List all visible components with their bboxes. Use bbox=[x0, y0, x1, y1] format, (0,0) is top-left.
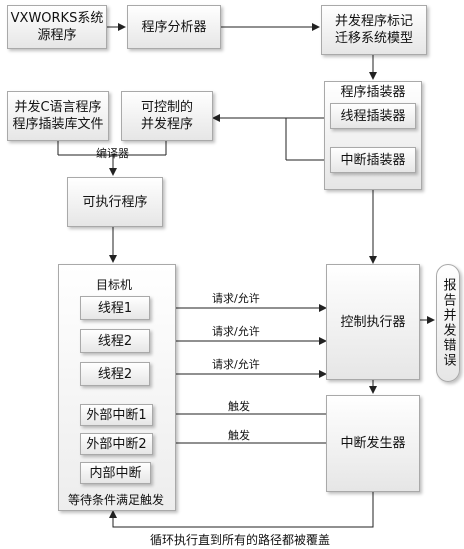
report-errors-label: 报告并发错误 bbox=[440, 278, 456, 368]
program-analyzer-label: 程序分析器 bbox=[141, 19, 207, 35]
request-label-2: 请求/允许 bbox=[212, 325, 260, 338]
compiler-label: 编译器 bbox=[96, 147, 129, 160]
trigger-label-1: 触发 bbox=[228, 400, 250, 413]
request-label-3: 请求/允许 bbox=[212, 358, 260, 371]
target-machine-title: 目标机 bbox=[96, 278, 133, 292]
external-interrupt-1-label: 外部中断1 bbox=[86, 407, 147, 423]
interrupt-instrumenter-box: 中断插装器 bbox=[330, 147, 416, 173]
transition-model-box: 并发程序标记 迁移系统模型 bbox=[321, 5, 427, 55]
library-line-1: 并发C语言程序 bbox=[14, 100, 102, 115]
trigger-label-2: 触发 bbox=[228, 429, 250, 442]
model-line-2: 迁移系统模型 bbox=[334, 31, 413, 46]
request-label-1: 请求/允许 bbox=[212, 292, 260, 305]
control-executor-label: 控制执行器 bbox=[340, 314, 406, 330]
wait-condition-label: 等待条件满足触发 bbox=[68, 493, 165, 507]
source-line-2: 源程序 bbox=[37, 28, 77, 43]
thread-instrumenter-label: 线程插装器 bbox=[340, 108, 406, 124]
internal-interrupt-label: 内部中断 bbox=[89, 465, 142, 481]
controllable-program-box: 可控制的 并发程序 bbox=[121, 91, 213, 141]
interrupt-instrumenter-label: 中断插装器 bbox=[340, 152, 406, 168]
model-line-1: 并发程序标记 bbox=[334, 14, 413, 29]
instrumenter-title: 程序插装器 bbox=[340, 85, 406, 100]
thread-3-label: 线程2 bbox=[97, 366, 133, 382]
external-interrupt-2-box: 外部中断2 bbox=[80, 433, 153, 455]
thread-1-label: 线程1 bbox=[97, 300, 133, 316]
thread-3-box: 线程2 bbox=[80, 362, 150, 386]
thread-1-box: 线程1 bbox=[80, 296, 150, 320]
instrumenter-container: 程序插装器 bbox=[324, 81, 422, 190]
report-errors-box: 报告并发错误 bbox=[436, 264, 460, 382]
executable-label: 可执行程序 bbox=[82, 194, 148, 210]
external-interrupt-2-label: 外部中断2 bbox=[86, 436, 147, 452]
program-analyzer-box: 程序分析器 bbox=[127, 5, 221, 49]
internal-interrupt-box: 内部中断 bbox=[80, 462, 151, 484]
thread-2-label: 线程2 bbox=[97, 333, 133, 349]
thread-instrumenter-box: 线程插装器 bbox=[330, 103, 416, 129]
executable-box: 可执行程序 bbox=[67, 177, 163, 227]
external-interrupt-1-box: 外部中断1 bbox=[80, 404, 153, 426]
source-program-box: VXWORKS系统 源程序 bbox=[7, 5, 107, 49]
controllable-line-1: 可控制的 bbox=[140, 100, 193, 115]
interrupt-generator-box: 中断发生器 bbox=[326, 395, 420, 492]
instrumentation-library-box: 并发C语言程序 程序插装库文件 bbox=[7, 91, 109, 141]
source-line-1: VXWORKS系统 bbox=[10, 11, 104, 26]
interrupt-generator-label: 中断发生器 bbox=[340, 436, 406, 451]
library-line-2: 程序插装库文件 bbox=[12, 117, 104, 132]
loop-label: 循环执行直到所有的路径都被覆盖 bbox=[150, 533, 331, 547]
thread-2-box: 线程2 bbox=[80, 329, 150, 353]
control-executor-box: 控制执行器 bbox=[326, 264, 420, 380]
controllable-line-2: 并发程序 bbox=[140, 117, 193, 132]
